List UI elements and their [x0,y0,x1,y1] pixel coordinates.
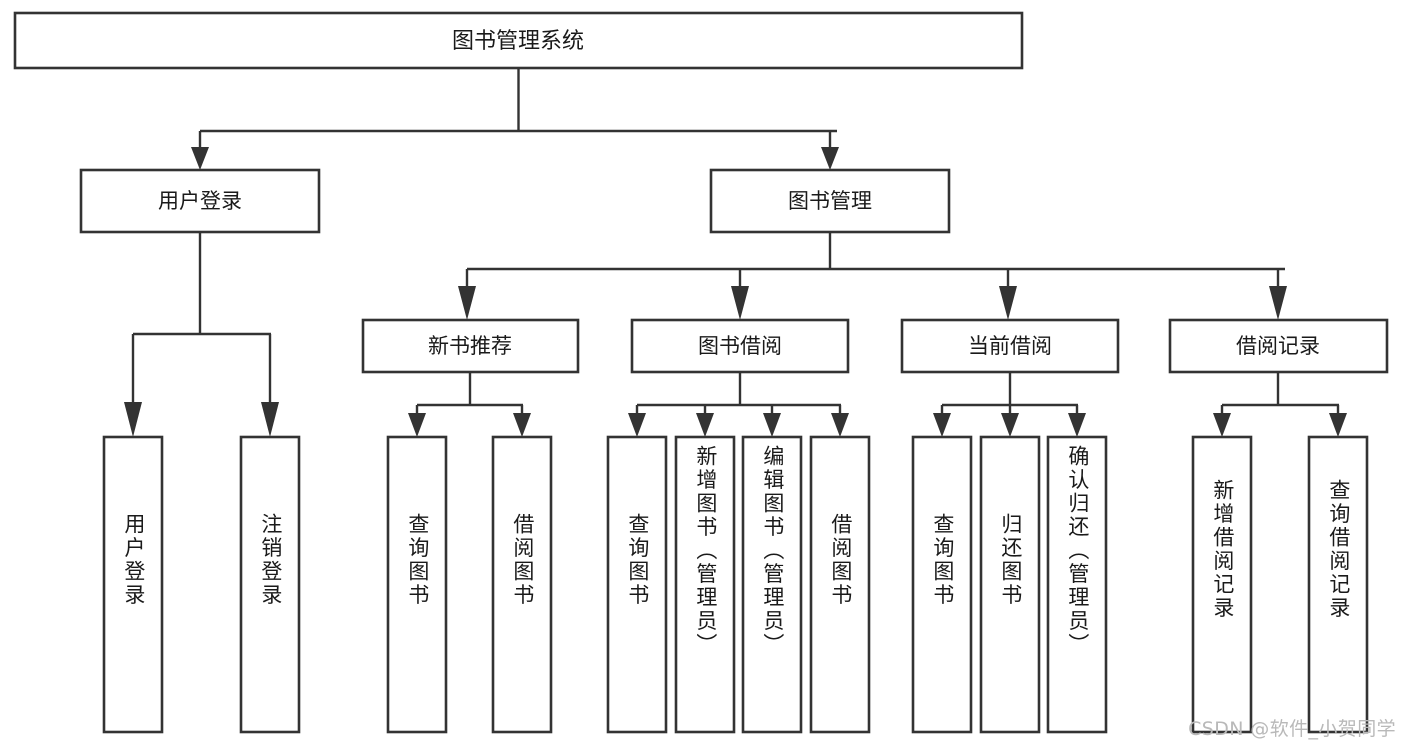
arrowhead-leaf-logout-login [261,402,279,437]
node-leaf-borrow-book-1-box[interactable] [491,435,553,734]
node-root-label: 图书管理系统 [452,29,584,54]
node-root-box[interactable] [13,11,1024,70]
arrowhead-add-book [696,413,714,437]
arrowhead-book-manage [821,147,839,170]
node-borrow-record-box[interactable] [1168,318,1389,374]
node-book-manage-label: 图书管理 [788,189,872,213]
node-leaf-confirm-return-box[interactable] [1046,435,1108,734]
arrowhead-query-book-1 [408,413,426,437]
arrowhead-borrow-book-2 [831,413,849,437]
arrowhead-current-borrow [999,286,1017,320]
arrowhead-add-record [1213,413,1231,437]
arrowhead-borrow-record [1269,286,1287,320]
node-user-login-label: 用户登录 [158,189,242,213]
node-leaf-borrow-book-2-box[interactable] [809,435,871,734]
arrowhead-query-book-3 [933,413,951,437]
node-user-login[interactable]: 用户登录 [79,168,321,234]
node-new-book-recommend[interactable]: 新书推荐 [361,318,580,374]
node-book-manage-box[interactable] [709,168,951,234]
node-leaf-add-record-box[interactable] [1191,435,1253,734]
node-leaf-query-book-1-box[interactable] [386,435,448,734]
arrowhead-confirm-return [1068,413,1086,437]
node-leaf-query-record-box[interactable] [1307,435,1369,734]
node-user-login-box[interactable] [79,168,321,234]
node-new-book-recommend-label: 新书推荐 [428,334,512,358]
node-borrow-record-label: 借阅记录 [1236,334,1320,358]
arrowhead-query-book-2 [628,413,646,437]
arrowhead-return-book [1001,413,1019,437]
arrowhead-user-login [191,147,209,170]
arrowhead-leaf-user-login [124,402,142,437]
node-borrow-record[interactable]: 借阅记录 [1168,318,1389,374]
arrowhead-borrow-book-1 [513,413,531,437]
arrowhead-edit-book [763,413,781,437]
node-leaf-edit-book-box[interactable] [741,435,803,734]
node-book-borrow-box[interactable] [630,318,850,374]
node-current-borrow-box[interactable] [900,318,1120,374]
node-current-borrow[interactable]: 当前借阅 [900,318,1120,374]
edge-group-user-login-leaves [124,232,279,437]
arrowhead-new-book-recommend [458,286,476,320]
arrowhead-query-record [1329,413,1347,437]
edge-group-book-borrow-leaves [628,372,849,437]
node-root[interactable]: 图书管理系统 [13,11,1024,70]
node-leaf-query-book-3-box[interactable] [911,435,973,734]
node-leaf-return-book-box[interactable] [979,435,1041,734]
arrowhead-book-borrow [731,286,749,320]
node-current-borrow-label: 当前借阅 [968,334,1052,358]
edge-group-new-book-leaves [408,372,531,437]
node-book-borrow-label: 图书借阅 [698,334,782,358]
node-book-manage[interactable]: 图书管理 [709,168,951,234]
edge-group-book-manage-to-level2 [458,232,1287,320]
leaf-box-group [102,435,1369,734]
node-new-book-recommend-box[interactable] [361,318,580,374]
node-book-borrow[interactable]: 图书借阅 [630,318,850,374]
edge-group-borrow-record-leaves [1213,372,1347,437]
node-leaf-logout-login-box[interactable] [239,435,301,734]
node-leaf-add-book-box[interactable] [674,435,736,734]
edge-group-root-to-level1 [191,68,839,170]
node-leaf-user-login-box[interactable] [102,435,164,734]
edge-group-current-borrow-leaves [933,372,1086,437]
node-leaf-query-book-2-box[interactable] [606,435,668,734]
